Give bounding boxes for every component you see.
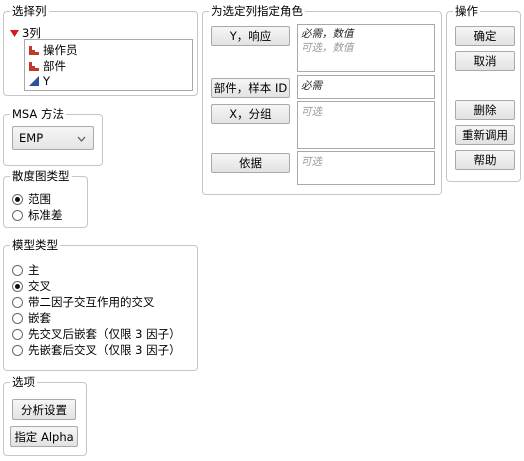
list-item[interactable]: Y — [28, 74, 50, 88]
specify-alpha-button[interactable]: 指定 Alpha — [10, 426, 78, 447]
cast-roles-title: 为选定列指定角色 — [209, 4, 305, 18]
select-columns-panel: 选择列 3列 操作员 部件 Y — [3, 4, 198, 96]
radio-nested[interactable]: 嵌套 — [12, 310, 51, 326]
optional-numeric-hint: 可选，数值 — [301, 42, 354, 54]
radio-button[interactable] — [12, 264, 23, 276]
ok-button[interactable]: 确定 — [455, 26, 515, 46]
radio-label: 嵌套 — [28, 311, 51, 325]
continuous-triangle-icon — [29, 76, 39, 86]
radio-button[interactable] — [12, 280, 23, 292]
part-sample-id-button[interactable]: 部件，样本 ID — [211, 78, 290, 98]
msa-method-value: EMP — [19, 131, 44, 145]
actions-title: 操作 — [453, 4, 480, 18]
chevron-down-icon — [77, 136, 86, 142]
nominal-bar-icon — [29, 46, 39, 55]
optional-hint: 可选 — [301, 106, 322, 118]
model-type-panel: 模型类型 主 交叉 带二因子交互作用的交叉 嵌套 先交叉后嵌套（仅限 3 因子）… — [3, 238, 198, 371]
model-type-title: 模型类型 — [10, 238, 60, 252]
msa-method-title: MSA 方法 — [10, 107, 66, 121]
radio-stddev[interactable]: 标准差 — [12, 207, 63, 223]
radio-button[interactable] — [12, 193, 23, 205]
radio-range[interactable]: 范围 — [12, 191, 51, 207]
part-sample-id-list[interactable]: 必需 — [297, 75, 435, 99]
radio-crossed-then-nested[interactable]: 先交叉后嵌套（仅限 3 因子） — [12, 326, 181, 342]
msa-method-panel: MSA 方法 EMP — [3, 107, 103, 166]
column-count-row[interactable]: 3列 — [9, 25, 41, 41]
disclosure-triangle-icon[interactable] — [9, 28, 20, 38]
radio-label: 交叉 — [28, 279, 51, 293]
options-panel: 选项 分析设置 指定 Alpha — [3, 375, 87, 456]
y-response-button[interactable]: Y，响应 — [211, 26, 290, 46]
radio-label: 带二因子交互作用的交叉 — [28, 295, 155, 309]
column-name: Y — [43, 74, 51, 88]
radio-nested-then-crossed[interactable]: 先嵌套后交叉（仅限 3 因子） — [12, 342, 181, 358]
actions-panel: 操作 确定 取消 删除 重新调用 帮助 — [446, 4, 521, 182]
cancel-button[interactable]: 取消 — [455, 51, 515, 71]
msa-method-select[interactable]: EMP — [12, 126, 94, 150]
radio-button[interactable] — [12, 312, 23, 324]
x-grouping-button[interactable]: X，分组 — [211, 104, 290, 124]
radio-button[interactable] — [12, 209, 23, 221]
remove-button[interactable]: 删除 — [455, 100, 515, 120]
radio-label: 先交叉后嵌套（仅限 3 因子） — [28, 327, 181, 341]
radio-label: 先嵌套后交叉（仅限 3 因子） — [28, 343, 181, 357]
nominal-bar-icon — [29, 62, 39, 71]
radio-label: 范围 — [28, 192, 51, 206]
select-columns-title: 选择列 — [10, 4, 49, 18]
list-item[interactable]: 部件 — [28, 58, 66, 74]
radio-crossed-two-factor[interactable]: 带二因子交互作用的交叉 — [12, 294, 155, 310]
required-hint: 必需 — [301, 80, 322, 92]
required-numeric-hint: 必需，数值 — [301, 28, 354, 40]
radio-main[interactable]: 主 — [12, 262, 40, 278]
analysis-settings-button[interactable]: 分析设置 — [12, 399, 76, 420]
radio-button[interactable] — [12, 296, 23, 308]
radio-label: 标准差 — [28, 208, 63, 222]
cast-roles-panel: 为选定列指定角色 Y，响应 必需，数值 可选，数值 部件，样本 ID 必需 X，… — [202, 4, 442, 195]
by-list[interactable]: 可选 — [297, 151, 435, 185]
list-item[interactable]: 操作员 — [28, 42, 78, 58]
help-button[interactable]: 帮助 — [455, 150, 515, 170]
by-button[interactable]: 依据 — [211, 153, 290, 173]
radio-crossed[interactable]: 交叉 — [12, 278, 51, 294]
column-list[interactable]: 操作员 部件 Y — [24, 39, 193, 91]
optional-hint: 可选 — [301, 156, 322, 168]
options-title: 选项 — [10, 375, 37, 389]
column-name: 操作员 — [43, 43, 78, 57]
column-count-label: 3列 — [22, 26, 41, 40]
x-grouping-list[interactable]: 可选 — [297, 101, 435, 149]
column-name: 部件 — [43, 59, 66, 73]
dispersion-chart-title: 散度图类型 — [10, 169, 72, 183]
radio-label: 主 — [28, 263, 40, 277]
y-response-list[interactable]: 必需，数值 可选，数值 — [297, 24, 435, 72]
radio-button[interactable] — [12, 328, 23, 340]
dispersion-chart-panel: 散度图类型 范围 标准差 — [3, 169, 88, 228]
recall-button[interactable]: 重新调用 — [455, 125, 515, 145]
radio-button[interactable] — [12, 344, 23, 356]
